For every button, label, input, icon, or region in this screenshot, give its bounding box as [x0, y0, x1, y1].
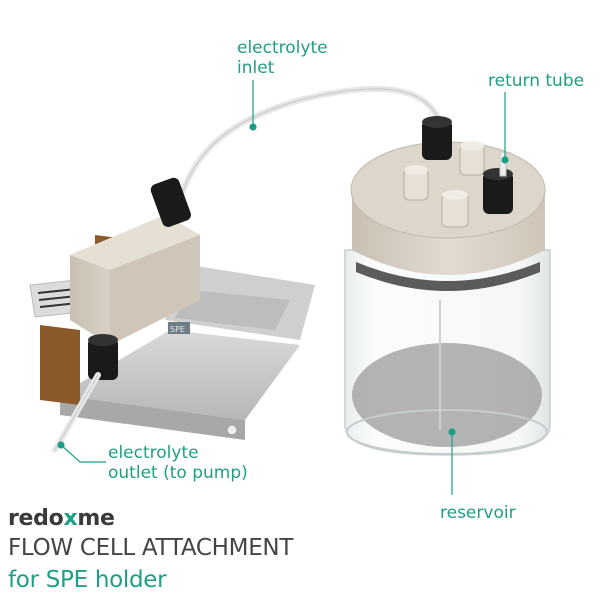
brand-suffix: me [77, 506, 115, 531]
title-line2: for SPE holder [8, 567, 167, 593]
reservoir [344, 141, 551, 456]
callout-leaders [57, 80, 509, 495]
spe-holder [40, 235, 315, 440]
lid-fittings [403, 116, 513, 228]
brand-prefix: redo [8, 506, 64, 531]
outlet-label-line2: outlet (to pump) [108, 463, 248, 483]
outlet-label: electrolyte outlet (to pump) [108, 443, 248, 483]
title-line1: FLOW CELL ATTACHMENT [8, 535, 294, 561]
inlet-label: electrolyte inlet [237, 38, 328, 78]
inlet-label-line2: inlet [237, 58, 275, 78]
connector-cap-icon [88, 177, 191, 380]
brand-x: x [63, 506, 78, 531]
outlet-label-line1: electrolyte [108, 443, 199, 463]
inlet-label-line1: electrolyte [237, 38, 328, 58]
return-tube-label: return tube [488, 71, 585, 91]
reservoir-label: reservoir [440, 503, 516, 523]
flow-cell-block: SPE [70, 215, 200, 345]
holder-marking: SPE [170, 325, 185, 334]
brand-logo: redoxme [8, 506, 115, 531]
